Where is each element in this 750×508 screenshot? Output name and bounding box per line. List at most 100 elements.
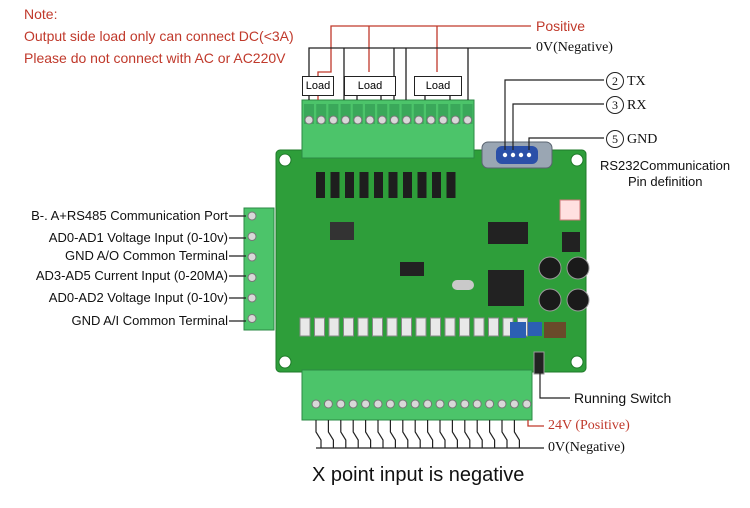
output-transistor (446, 172, 456, 198)
input-wire (352, 420, 359, 448)
terminal-screw (247, 293, 257, 303)
output-transistor (374, 172, 383, 198)
optocoupler (343, 317, 354, 337)
terminal-screw (304, 115, 314, 125)
note-title: Note: (24, 6, 58, 22)
left-port-ad0-ad1-voltage: AD0-AD1 Voltage Input (0-10v) (48, 230, 228, 245)
output-transistor (345, 172, 354, 198)
optocoupler (430, 317, 441, 337)
terminal-slot (316, 104, 327, 124)
optocoupler (372, 317, 383, 337)
terminal-screw (323, 399, 333, 409)
rs232-definition-line-1: RS232Communication (600, 158, 731, 173)
input-wire (377, 420, 384, 448)
input-wire (327, 420, 334, 448)
terminal-slot (328, 104, 339, 124)
input-wire (427, 420, 434, 448)
terminal-screw (316, 115, 326, 125)
input-wire (513, 420, 521, 448)
terminal-slot (304, 104, 314, 124)
input-terminal-block (301, 369, 533, 421)
top-negative-label: 0V(Negative) (536, 40, 613, 55)
output-transistor (359, 172, 369, 198)
terminal-slot (462, 104, 473, 124)
input-wire (389, 420, 396, 448)
terminal-slot (438, 104, 449, 124)
output-transistor (388, 172, 398, 198)
input-wire (315, 420, 322, 448)
caption: X point input is negative (312, 464, 525, 486)
terminal-screw (361, 399, 371, 409)
terminal-screw (497, 399, 507, 409)
input-wire (476, 420, 483, 448)
terminal-screw (247, 232, 257, 241)
terminal-screw (365, 115, 375, 125)
pin-label: RX (627, 98, 647, 113)
terminal-screw (341, 115, 351, 125)
terminal-screw (438, 115, 448, 125)
running-switch[interactable] (533, 351, 545, 375)
mcu-chip (488, 270, 524, 306)
terminal-screw (522, 399, 532, 409)
terminal-screw (377, 115, 387, 125)
output-transistor (432, 172, 441, 198)
terminal-screw (423, 399, 433, 409)
terminal-screw (398, 399, 408, 409)
optocoupler (357, 317, 369, 337)
optocoupler (314, 317, 325, 337)
optocoupler (444, 317, 456, 337)
input-wire (340, 420, 347, 448)
running-switch-label: Running Switch (574, 390, 672, 406)
terminal-screw (509, 399, 519, 409)
terminal-screw (410, 399, 420, 409)
terminal-slot (377, 104, 388, 124)
terminal-screw (460, 399, 470, 409)
optocoupler (328, 317, 340, 337)
optocoupler (386, 317, 398, 337)
terminal-slot (450, 104, 461, 124)
terminal-slot (389, 104, 400, 124)
terminal-slot (401, 104, 412, 124)
input-wire (451, 420, 458, 448)
input-wire (414, 420, 421, 448)
terminal-screw (247, 314, 257, 323)
terminal-screw (373, 399, 383, 409)
input-wire (365, 420, 372, 448)
terminal-screw (389, 115, 399, 125)
load-box-3: Load (414, 76, 462, 96)
terminal-screw (247, 273, 257, 282)
pin-label: GND (627, 132, 658, 147)
analog-terminal-block (243, 207, 275, 331)
note-line-1: Output side load only can connect DC(<3A… (24, 28, 294, 44)
top-positive-label: Positive (536, 18, 586, 34)
note-line-2: Please do not connect with AC or AC220V (24, 50, 286, 66)
terminal-screw (485, 399, 495, 409)
left-port-ad0-ad2-voltage: AD0-AD2 Voltage Input (0-10v) (48, 290, 228, 305)
terminal-slot (340, 104, 351, 124)
terminal-screw (472, 399, 482, 409)
input-wire (501, 420, 508, 448)
terminal-screw (463, 115, 473, 125)
output-transistor (403, 172, 412, 198)
output-transistor (316, 172, 325, 198)
input-wire (489, 420, 496, 448)
load-box-1: Load (302, 76, 334, 96)
terminal-slot (413, 104, 424, 124)
terminal-screw (247, 252, 257, 262)
input-wire (464, 420, 471, 448)
optocoupler (488, 317, 499, 337)
output-transistor (417, 172, 427, 198)
pin-label: TX (627, 74, 646, 89)
optocoupler (401, 317, 412, 337)
terminal-screw (247, 211, 257, 221)
terminal-screw (447, 399, 457, 409)
terminal-slot (365, 104, 375, 124)
rs232-definition-line-2: Pin definition (628, 174, 703, 189)
left-port-rs485: B-. A+RS485 Communication Port (31, 208, 228, 223)
terminal-screw (353, 115, 363, 125)
